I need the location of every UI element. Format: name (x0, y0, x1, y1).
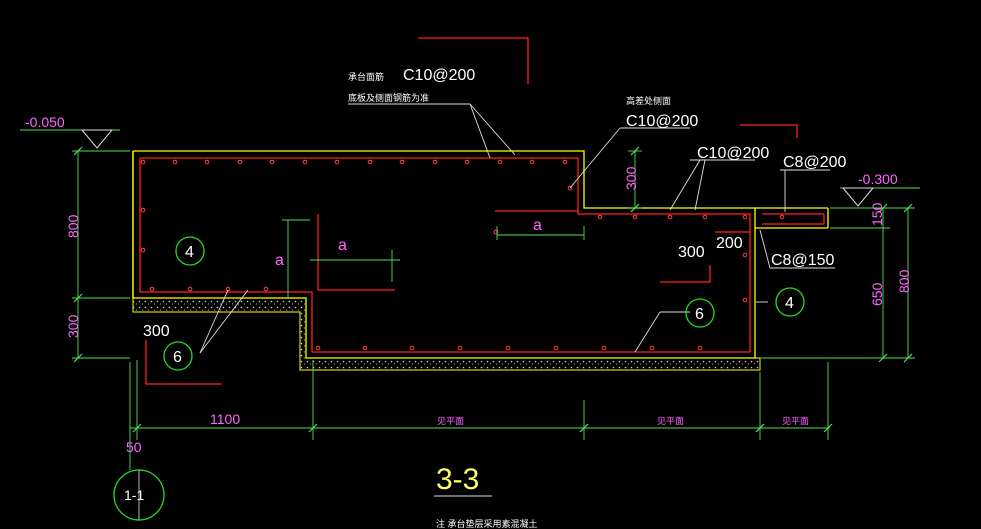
dim-left-800: 800 (65, 214, 81, 238)
dim-bottom-50: 50 (126, 439, 142, 455)
callout-4-left: 4 (185, 244, 194, 261)
rebar-lines (139, 37, 825, 385)
dim-bottom-1100: 1100 (210, 411, 240, 427)
level-right: -0.300 (858, 171, 898, 187)
step-note-label: 高差处侧面 (626, 95, 671, 106)
dim-right-650: 650 (869, 282, 885, 306)
leader-lines (199, 103, 835, 354)
dim-inner-200: 200 (716, 235, 743, 252)
label-a-horizontal: a (338, 237, 347, 254)
callout-4-right: 4 (785, 295, 794, 312)
top-note-line1: 承台面筋 (348, 71, 384, 82)
level-marker-right (841, 187, 875, 207)
section-note: 注 承台垫层采用素混凝土 (436, 518, 538, 529)
section-ref-label: 1-1 (124, 487, 144, 503)
step-rebar-label: C10@200 (626, 113, 698, 130)
dimension-ticks (73, 146, 913, 433)
dim-step-300: 300 (623, 166, 639, 190)
right-rebar-label: C8@200 (783, 154, 846, 171)
dim-right-800: 800 (896, 269, 912, 293)
dim-left-300: 300 (65, 314, 81, 338)
label-a-step: a (533, 217, 542, 234)
mid-rebar-label: C10@200 (697, 145, 769, 162)
section-title: 3-3 (436, 463, 479, 496)
level-left: -0.050 (25, 114, 65, 130)
level-marker-left (80, 129, 114, 149)
dim-span-b: 见平面 (657, 416, 684, 426)
dim-span-c: 见平面 (782, 416, 809, 426)
label-a-vertical: a (275, 252, 284, 269)
concrete-bedding (132, 297, 761, 371)
dim-inner-300: 300 (678, 244, 705, 261)
rebar-dots (140, 159, 785, 351)
dim-right-150: 150 (869, 202, 885, 226)
right-lower-rebar-label: C8@150 (771, 252, 834, 269)
callout-6-right: 6 (695, 306, 704, 323)
callout-6-left: 6 (173, 349, 182, 366)
dim-bottom-300: 300 (143, 323, 170, 340)
top-note-line2: 底板及侧面钢筋为准 (348, 92, 429, 103)
dim-span-a: 见平面 (437, 416, 464, 426)
top-rebar-label: C10@200 (403, 67, 475, 84)
section-outline (132, 150, 829, 359)
dimension-lines (20, 129, 920, 470)
